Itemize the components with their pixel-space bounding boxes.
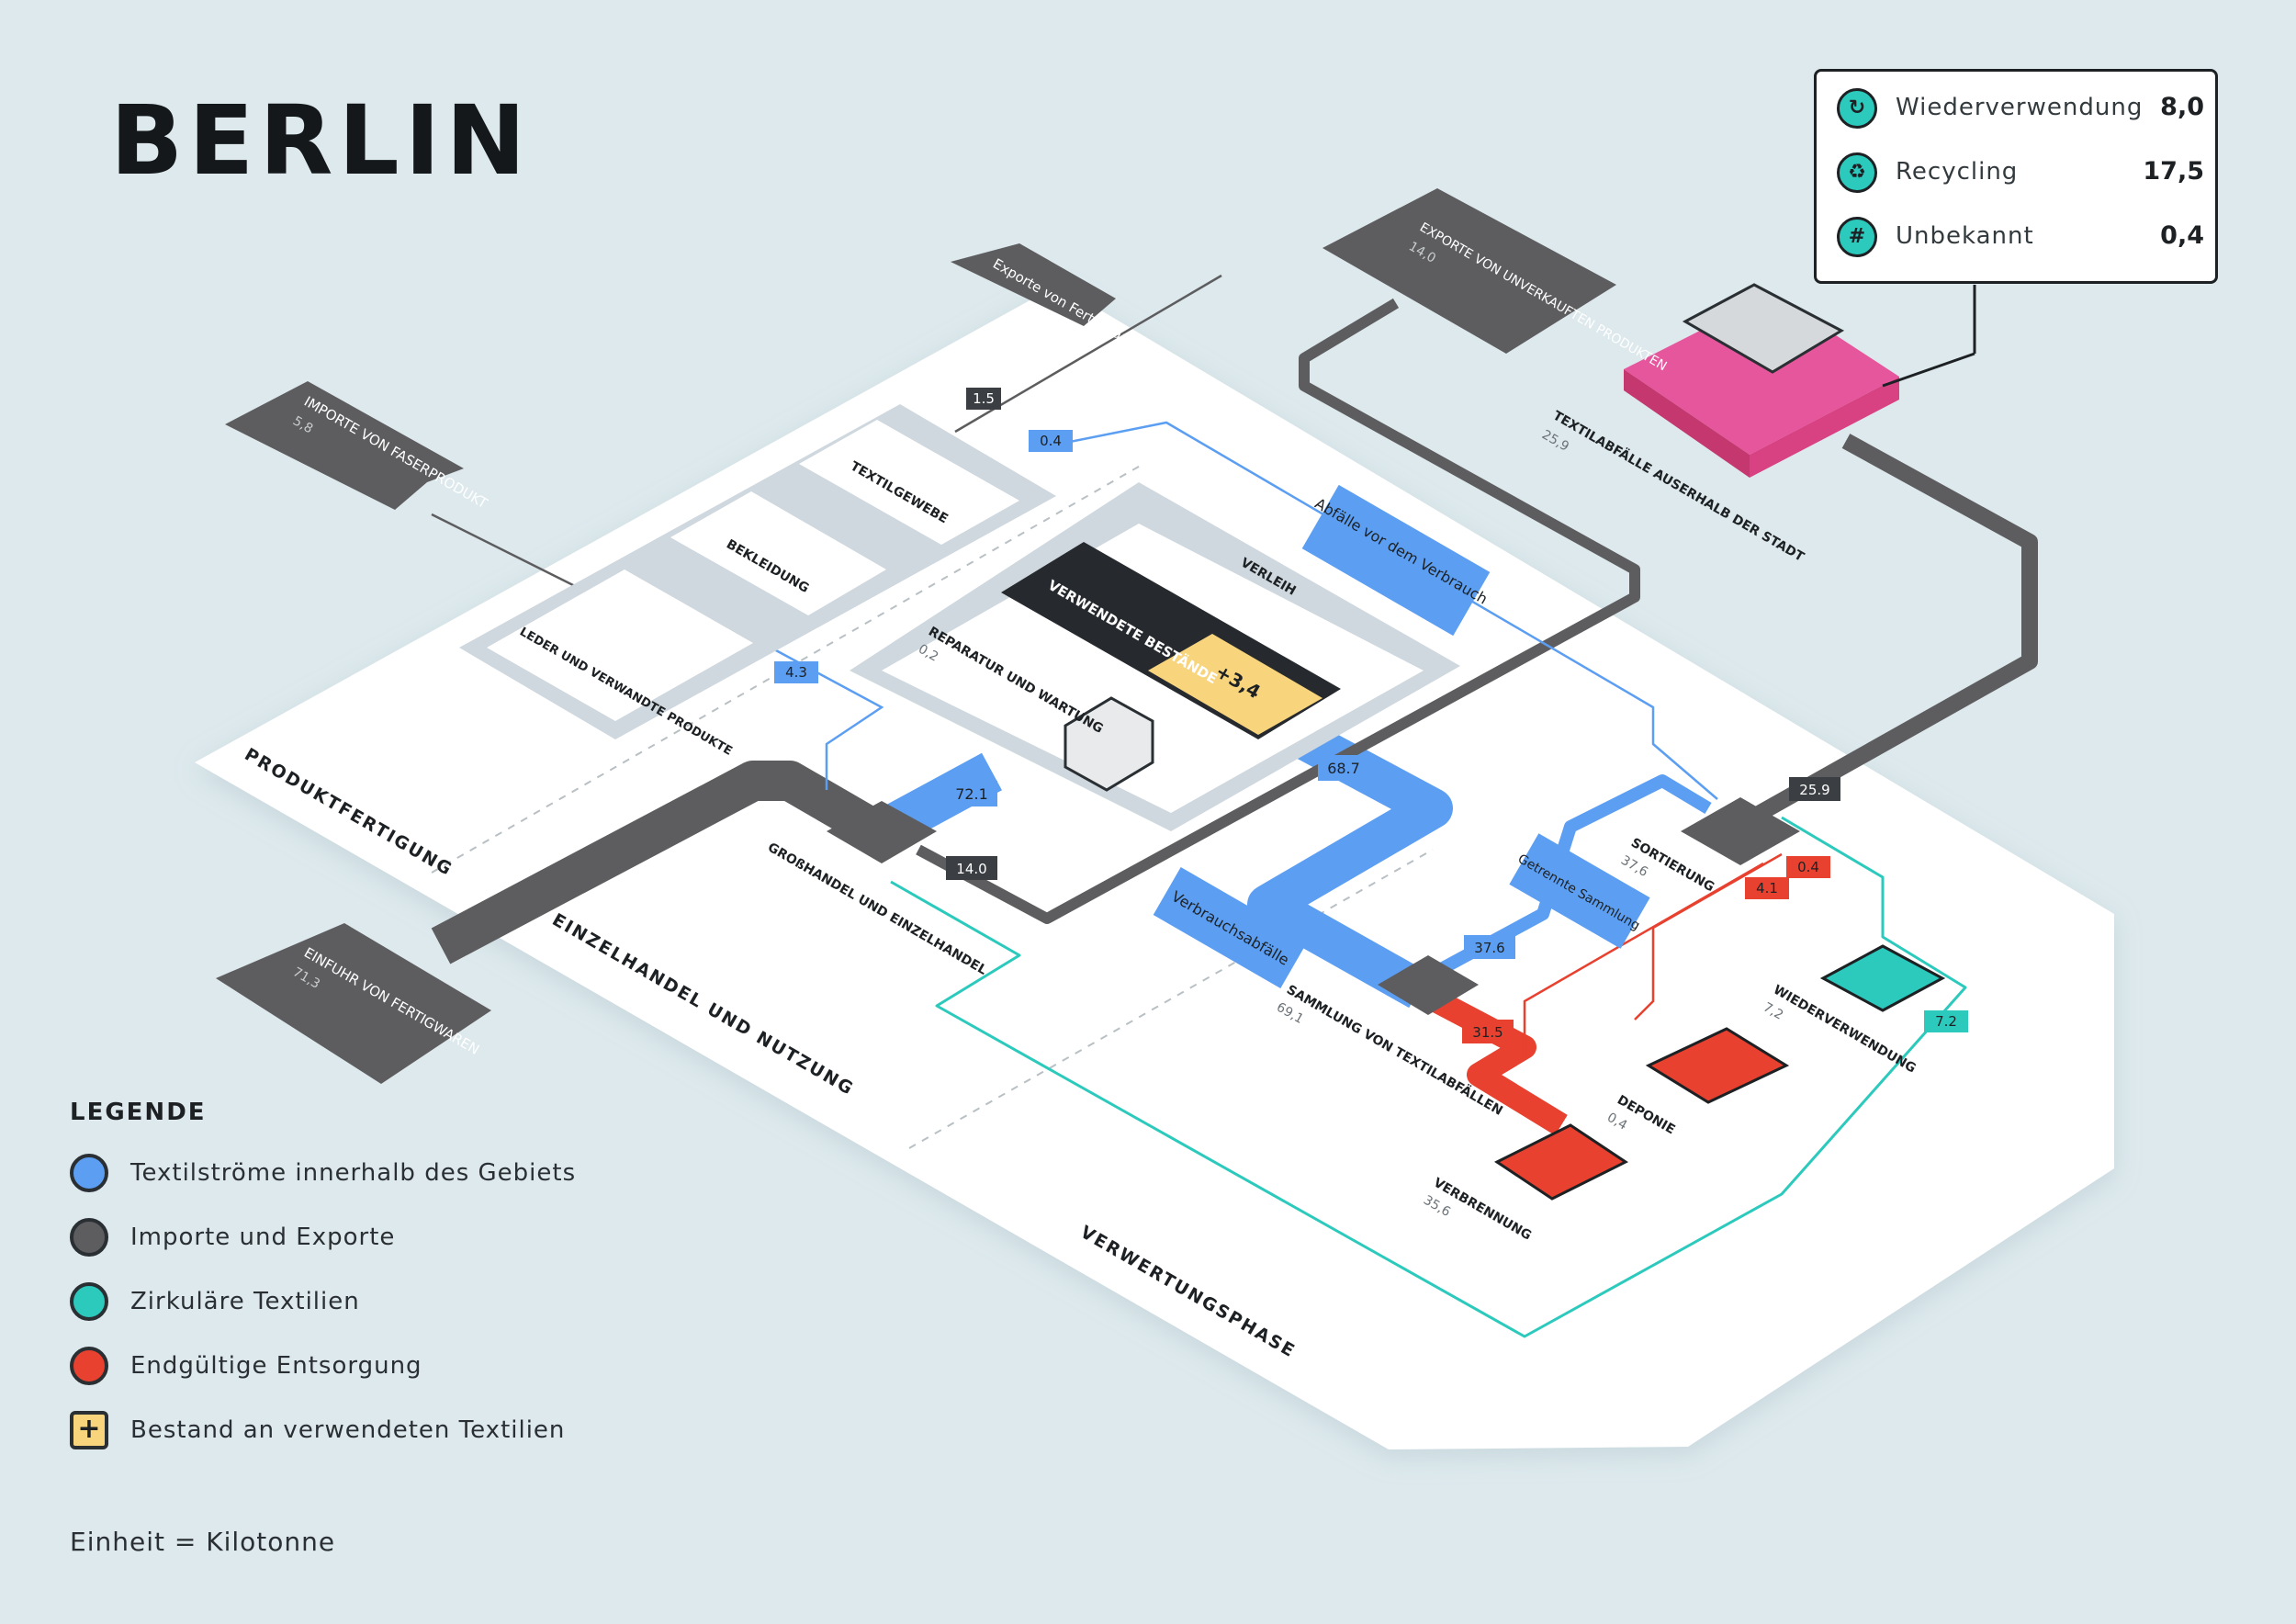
legend: LEGENDE Textilströme innerhalb des Gebie… xyxy=(70,1099,731,1475)
flow-badge: 0.4 xyxy=(1029,430,1073,452)
flow-badge: 68.7 xyxy=(1318,755,1369,781)
flow-badge: 31.5 xyxy=(1462,1020,1514,1043)
svg-text:68.7: 68.7 xyxy=(1327,760,1360,777)
legend-title: LEGENDE xyxy=(70,1099,207,1126)
manufacturing-box-textiles xyxy=(799,420,1019,545)
legend-item: Textilströme innerhalb des Gebiets xyxy=(70,1154,731,1218)
page-title: BERLIN xyxy=(110,85,532,197)
tag-separate-collection: Getrennte Sammlung xyxy=(1509,833,1650,949)
summary-label: Recycling xyxy=(1896,158,2019,186)
legend-swatch-circular xyxy=(70,1282,108,1321)
svg-text:25.9: 25.9 xyxy=(1799,782,1829,798)
svg-text:1.5: 1.5 xyxy=(973,390,995,407)
flow-line-sorting-to-incineration xyxy=(1523,862,1764,1056)
legend-item: Zirkuläre Textilien xyxy=(70,1282,731,1347)
summary-label: Unbekannt xyxy=(1896,222,2034,250)
reuse-node xyxy=(1819,944,1946,1012)
flow-line-waste-outside xyxy=(1731,434,2038,834)
unit-note: Einheit = Kilotonne xyxy=(70,1527,336,1557)
legend-label: Zirkuläre Textilien xyxy=(130,1288,360,1315)
summary-connector xyxy=(1882,352,1975,388)
summary-panel: ↻ Wiederverwendung 8,0 ♻ Recycling 17,5 … xyxy=(1814,69,2218,284)
svg-text:37.6: 37.6 xyxy=(1474,940,1504,956)
collection-node xyxy=(1378,955,1479,1015)
legend-swatch-imports xyxy=(70,1218,108,1257)
summary-row-recycling: ♻ Recycling 17,5 xyxy=(1837,149,2204,200)
house-finished-imports xyxy=(216,923,491,1084)
flow-badge: 4.1 xyxy=(1745,877,1789,899)
house-fiber-imports xyxy=(225,381,464,510)
summary-value: 8,0 xyxy=(2160,93,2204,121)
waste-outside-value: 25,9 xyxy=(1539,427,1571,454)
waste-basket-icon xyxy=(1682,283,1845,374)
svg-text:4.1: 4.1 xyxy=(1756,880,1778,897)
summary-value: 17,5 xyxy=(2143,157,2204,186)
sewing-machine-icon xyxy=(1064,696,1154,792)
legend-label: Bestand an verwendeten Textilien xyxy=(130,1416,566,1444)
flow-line-fiber-imports xyxy=(431,513,580,590)
svg-text:0.4: 0.4 xyxy=(1040,433,1062,449)
pink-platform-side xyxy=(1624,369,1750,478)
flow-badge: 4.3 xyxy=(774,661,818,683)
retail-node xyxy=(827,801,937,863)
summary-label: Wiederverwendung xyxy=(1896,94,2144,121)
phase-divider xyxy=(431,463,1144,874)
svg-text:31.5: 31.5 xyxy=(1472,1024,1503,1041)
sorting-node xyxy=(1681,797,1800,865)
flow-badge: 0.4 xyxy=(1786,856,1830,878)
flow-badge: 37.6 xyxy=(1464,935,1515,959)
flow-line-collection-to-sorting xyxy=(1429,774,1712,980)
flow-line-manufacturing-to-retail xyxy=(761,641,884,790)
recycling-icon: ♻ xyxy=(1837,152,1877,193)
flow-badge: 14.0 xyxy=(946,856,997,880)
summary-value: 0,4 xyxy=(2160,221,2204,250)
incineration-node xyxy=(1494,1123,1628,1201)
flow-badge: 72.1 xyxy=(946,781,997,806)
flow-badge: 25.9 xyxy=(1789,777,1840,801)
legend-label: Endgültige Entsorgung xyxy=(130,1352,422,1380)
legend-swatch-disposal xyxy=(70,1347,108,1385)
summary-row-reuse: ↻ Wiederverwendung 8,0 xyxy=(1837,85,2204,136)
svg-text:14.0: 14.0 xyxy=(956,861,986,877)
svg-text:72.1: 72.1 xyxy=(955,785,988,803)
pink-platform-side xyxy=(1750,377,1899,478)
house-finished-exports xyxy=(951,243,1116,326)
stock-delta-box xyxy=(1148,634,1322,735)
flow-badge: 7.2 xyxy=(1924,1010,1968,1032)
legend-label: Textilströme innerhalb des Gebiets xyxy=(130,1159,577,1187)
flow-badge: 1.5 xyxy=(966,388,1001,410)
legend-item: Importe und Exporte xyxy=(70,1218,731,1282)
house-unsold-exports xyxy=(1322,188,1616,354)
landfill-node xyxy=(1645,1027,1790,1104)
flow-line-unsold-exports xyxy=(916,298,1640,924)
svg-text:7.2: 7.2 xyxy=(1935,1013,1957,1030)
reuse-icon: ↻ xyxy=(1837,88,1877,129)
manufacturing-box-clothing xyxy=(670,491,886,615)
summary-row-unknown: # Unbekannt 0,4 xyxy=(1837,213,2204,265)
hash-icon: # xyxy=(1837,217,1877,257)
svg-text:0.4: 0.4 xyxy=(1797,859,1819,875)
legend-swatch-stock: + xyxy=(70,1411,108,1449)
phase-divider xyxy=(908,849,1434,1149)
flow-line-finished-imports xyxy=(431,761,888,964)
flow-line-pre-consumer xyxy=(1028,421,1718,800)
manufacturing-box-leather xyxy=(487,570,753,721)
flow-line-circular xyxy=(890,816,1967,1338)
legend-swatch-within xyxy=(70,1154,108,1192)
legend-item: Endgültige Entsorgung xyxy=(70,1347,731,1411)
legend-item: + Bestand an verwendeten Textilien xyxy=(70,1411,731,1475)
svg-text:4.3: 4.3 xyxy=(785,664,807,681)
legend-label: Importe und Exporte xyxy=(130,1224,396,1251)
